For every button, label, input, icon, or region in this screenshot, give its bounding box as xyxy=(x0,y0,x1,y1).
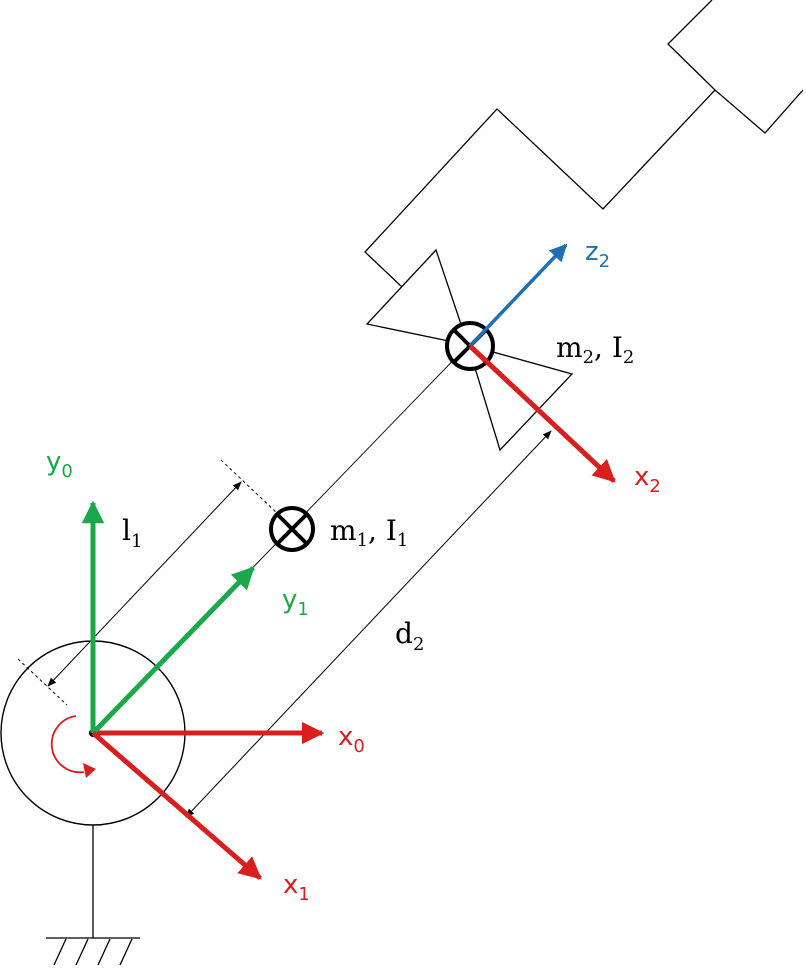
l1-dimension-line xyxy=(47,481,242,687)
x1-label: x1 xyxy=(283,870,310,905)
rotation-arrow-head xyxy=(83,763,96,778)
rotation-arrow-icon xyxy=(50,715,85,774)
y1-label: y1 xyxy=(282,585,309,620)
mass-1-label: m1, I1 xyxy=(330,514,408,551)
gripper-upper-finger xyxy=(667,0,716,91)
x2-label: x2 xyxy=(634,462,661,497)
x2-axis-arrow xyxy=(468,344,616,483)
l1-extension-top xyxy=(220,459,279,515)
x0-label: x0 xyxy=(338,722,365,757)
y0-label: y0 xyxy=(46,447,73,482)
z2-axis-arrow xyxy=(468,243,568,348)
l1-extension-bottom xyxy=(17,658,68,706)
x1-axis-arrow xyxy=(91,731,262,880)
mass-2-label: m2, I2 xyxy=(556,331,634,368)
ground-support xyxy=(46,825,140,966)
com-1-symbol xyxy=(269,506,315,552)
d2-dimension-line xyxy=(185,430,552,818)
l1-label: l1 xyxy=(122,514,142,552)
z2-label: z2 xyxy=(585,237,610,272)
y1-axis-arrow xyxy=(91,566,255,735)
gripper-outline xyxy=(364,89,804,288)
d2-label: d2 xyxy=(395,617,424,655)
